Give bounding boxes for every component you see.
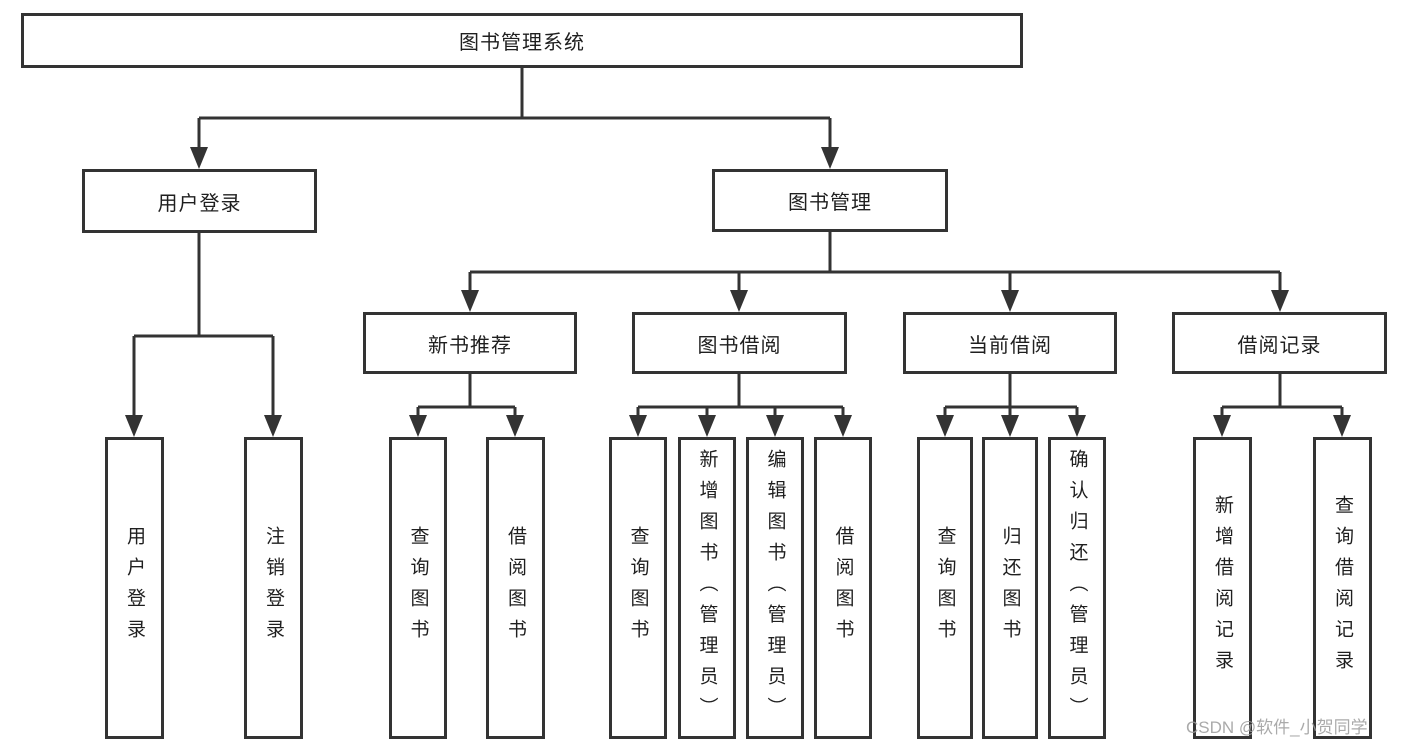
leaf-query-books-current: 查询图书 [917, 437, 973, 739]
node-user-login: 用户登录 [82, 169, 317, 233]
node-book-management: 图书管理 [712, 169, 948, 232]
leaf-label: 借阅图书 [832, 526, 854, 650]
leaf-label: 查询借阅记录 [1332, 495, 1353, 681]
leaf-label: 确认归还（管理员） [1066, 448, 1088, 728]
leaf-label: 编辑图书（管理员） [764, 448, 786, 728]
node-label: 图书借阅 [697, 334, 782, 357]
leaf-label: 注销登录 [263, 526, 284, 650]
csdn-watermark: CSDN @软件_小贺同学 [1186, 718, 1368, 737]
node-borrow-records: 借阅记录 [1172, 312, 1387, 374]
leaf-borrow-books: 借阅图书 [814, 437, 872, 739]
node-label: 借阅记录 [1237, 334, 1322, 357]
leaf-add-borrow-record: 新增借阅记录 [1193, 437, 1252, 739]
node-current-borrow: 当前借阅 [903, 312, 1117, 374]
node-label: 新书推荐 [428, 334, 512, 357]
leaf-label: 新增借阅记录 [1212, 495, 1233, 681]
leaf-label: 归还图书 [999, 526, 1021, 650]
leaf-label: 借阅图书 [505, 526, 526, 650]
leaf-add-book-admin: 新增图书（管理员） [678, 437, 736, 739]
leaf-edit-book-admin: 编辑图书（管理员） [746, 437, 804, 739]
leaf-label: 新增图书（管理员） [696, 448, 718, 728]
leaf-query-books-recommend: 查询图书 [389, 437, 447, 739]
leaf-query-books-borrow: 查询图书 [609, 437, 667, 739]
leaf-logout: 注销登录 [244, 437, 303, 739]
leaf-user-login: 用户登录 [105, 437, 164, 739]
leaf-label: 查询图书 [934, 526, 956, 650]
leaf-label: 查询图书 [407, 526, 429, 650]
node-new-book-recommend: 新书推荐 [363, 312, 577, 374]
leaf-label: 用户登录 [124, 526, 145, 650]
leaf-confirm-return-admin: 确认归还（管理员） [1048, 437, 1106, 739]
node-label: 图书管理 [788, 192, 872, 214]
node-book-borrow: 图书借阅 [632, 312, 847, 374]
leaf-query-borrow-record: 查询借阅记录 [1313, 437, 1372, 739]
node-label: 用户登录 [157, 192, 242, 215]
leaf-label: 查询图书 [627, 526, 649, 650]
node-label: 当前借阅 [968, 334, 1052, 357]
leaf-return-book: 归还图书 [982, 437, 1038, 739]
node-library-system: 图书管理系统 [21, 13, 1023, 68]
node-label: 图书管理系统 [459, 32, 585, 54]
leaf-borrow-books-recommend: 借阅图书 [486, 437, 545, 739]
